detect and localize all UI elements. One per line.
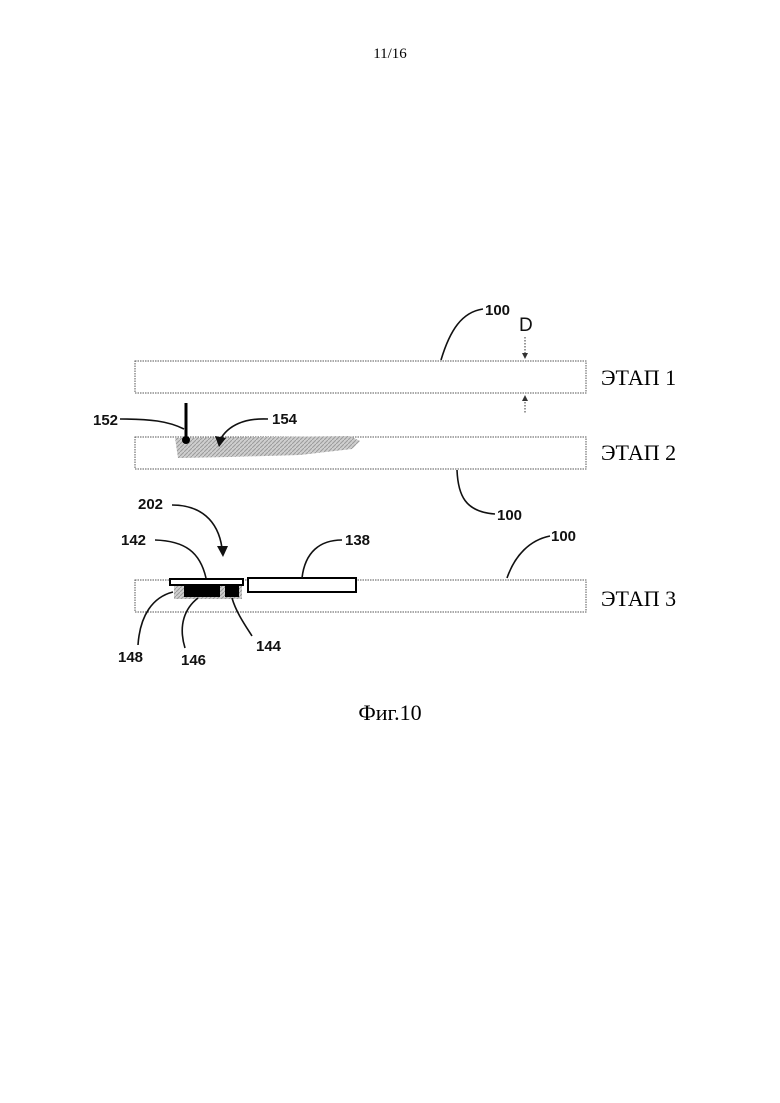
ref-152: 152 <box>93 412 118 429</box>
substrate-stage-1 <box>135 361 586 393</box>
dimension-label-d: D <box>519 315 533 336</box>
leader-line-202 <box>172 505 222 548</box>
leader-line-100-mid <box>457 470 495 514</box>
component-144 <box>225 585 239 597</box>
ref-138: 138 <box>345 532 370 549</box>
element-138 <box>248 578 356 592</box>
stage-2-label: ЭТАП 2 <box>601 440 676 465</box>
ref-100-top: 100 <box>485 302 510 319</box>
ref-142: 142 <box>121 532 146 549</box>
leader-line-142 <box>155 540 206 578</box>
leader-line-138 <box>302 540 342 578</box>
ref-146: 146 <box>181 652 206 669</box>
probe-tip-152 <box>182 436 190 444</box>
ref-202: 202 <box>138 496 163 513</box>
ref-100-mid: 100 <box>497 507 522 524</box>
dimension-arrowhead-bottom <box>522 395 528 401</box>
dimension-arrowhead-top <box>522 353 528 359</box>
ref-144: 144 <box>256 638 282 655</box>
leader-line-152 <box>120 419 184 429</box>
stage-1-label: ЭТАП 1 <box>601 365 676 390</box>
leader-line-100-bottom <box>507 536 550 578</box>
ref-148: 148 <box>118 649 143 666</box>
figure-caption: Фиг.10 <box>0 700 780 726</box>
ref-100-bottom: 100 <box>551 528 576 545</box>
stage-3-label: ЭТАП 3 <box>601 586 676 611</box>
ref-154: 154 <box>272 411 298 428</box>
arrowhead-202 <box>217 546 228 557</box>
component-146 <box>184 585 220 597</box>
cap-142 <box>170 579 243 585</box>
leader-line-100-top <box>441 309 483 360</box>
